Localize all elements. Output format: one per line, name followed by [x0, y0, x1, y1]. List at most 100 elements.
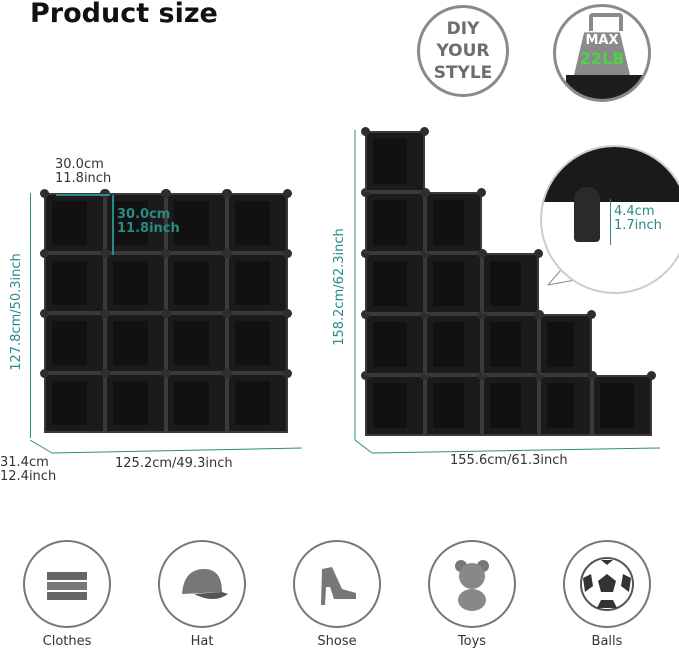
- foot-height-in: 1.7inch: [614, 218, 662, 233]
- connector-knob: [478, 310, 487, 319]
- depth-label: 31.4cm 12.4inch: [0, 456, 56, 484]
- storage-cube: [227, 193, 288, 253]
- storage-cube: [425, 375, 482, 436]
- diy-line-3: STYLE: [433, 63, 493, 83]
- storage-cube: [166, 253, 227, 313]
- use-label-clothes: Clothes: [42, 634, 92, 649]
- right-height-label: 158.2cm/62.3inch: [332, 228, 347, 346]
- high-heel-shoe-icon: [293, 540, 381, 628]
- soccer-ball-icon: [563, 540, 651, 628]
- connector-knob: [40, 249, 49, 258]
- use-label-hat: Hat: [190, 634, 214, 649]
- connector-knob: [361, 310, 370, 319]
- connector-knob: [223, 369, 232, 378]
- connector-knob: [223, 249, 232, 258]
- foot-dimension-line: [610, 199, 611, 245]
- connector-knob: [283, 309, 292, 318]
- connector-knob: [588, 371, 597, 380]
- storage-cube: [365, 375, 425, 436]
- connector-knob: [162, 369, 171, 378]
- cube-width-cm: 30.0cm: [55, 157, 104, 172]
- connector-knob: [40, 369, 49, 378]
- storage-cube: [44, 313, 105, 373]
- folded-clothes-icon: [23, 540, 111, 628]
- foot-image: [574, 187, 600, 242]
- storage-cube: [44, 253, 105, 313]
- storage-cube: [166, 313, 227, 373]
- height-dimension-line: [30, 193, 31, 438]
- storage-cube: [166, 193, 227, 253]
- foot-detail-magnifier: 4.4cm 1.7inch: [540, 145, 679, 294]
- storage-cube: [365, 192, 425, 253]
- page-title: Product size: [30, 0, 218, 29]
- connector-knob: [420, 127, 429, 136]
- connector-knob: [647, 371, 656, 380]
- connector-knob: [101, 189, 110, 198]
- connector-knob: [421, 310, 430, 319]
- connector-knob: [223, 189, 232, 198]
- connector-knob: [283, 189, 292, 198]
- max-load-badge: MAX 22LB: [553, 4, 651, 102]
- cap-icon: [158, 540, 246, 628]
- connector-knob: [283, 369, 292, 378]
- storage-cube: [44, 193, 105, 253]
- storage-cube: [365, 131, 425, 192]
- foot-height-label: 4.4cm 1.7inch: [614, 205, 662, 233]
- use-label-balls: Balls: [591, 634, 623, 649]
- connector-knob: [535, 310, 544, 319]
- cube-width-label: 30.0cm 11.8inch: [55, 158, 111, 186]
- width-label: 125.2cm/49.3inch: [115, 456, 233, 471]
- weight-icon: [574, 32, 630, 75]
- foot-height-cm: 4.4cm: [614, 204, 655, 219]
- storage-cube: [105, 313, 166, 373]
- storage-cube: [539, 314, 592, 375]
- connector-knob: [101, 309, 110, 318]
- storage-cube: [425, 253, 482, 314]
- storage-cube: [227, 253, 288, 313]
- right-width-label: 155.6cm/61.3inch: [450, 453, 568, 468]
- storage-cube: [227, 373, 288, 433]
- max-value: 22LB: [579, 49, 625, 68]
- connector-knob: [162, 249, 171, 258]
- cube-width-in: 11.8inch: [55, 171, 112, 186]
- connector-knob: [361, 127, 370, 136]
- storage-cube: [482, 253, 539, 314]
- diy-line-1: DIY: [446, 19, 480, 39]
- connector-knob: [587, 310, 596, 319]
- use-label-toys: Toys: [457, 634, 487, 649]
- connector-knob: [223, 309, 232, 318]
- storage-cube: [105, 253, 166, 313]
- storage-cube: [592, 375, 652, 436]
- shelf-top-image: [566, 75, 644, 99]
- connector-knob: [478, 371, 487, 380]
- connector-knob: [361, 249, 370, 258]
- cube-height-in: 11.8inch: [117, 221, 180, 236]
- connector-knob: [534, 249, 543, 258]
- storage-cube: [365, 314, 425, 375]
- connector-knob: [421, 249, 430, 258]
- connector-knob: [101, 369, 110, 378]
- storage-cube: [482, 375, 539, 436]
- connector-knob: [421, 188, 430, 197]
- storage-cube: [44, 373, 105, 433]
- storage-cube: [166, 373, 227, 433]
- depth-in: 12.4inch: [0, 469, 57, 484]
- connector-knob: [535, 371, 544, 380]
- storage-cube: [105, 373, 166, 433]
- use-label-shose: Shose: [317, 634, 357, 649]
- connector-knob: [477, 188, 486, 197]
- connector-knob: [361, 371, 370, 380]
- cube-height-label: 30.0cm 11.8inch: [117, 208, 180, 236]
- connector-knob: [478, 249, 487, 258]
- shelf-bottom-image: [542, 147, 679, 202]
- storage-cube: [425, 314, 482, 375]
- teddy-bear-icon: [428, 540, 516, 628]
- connector-knob: [40, 309, 49, 318]
- cube-height-cm: 30.0cm: [117, 207, 171, 222]
- connector-knob: [162, 189, 171, 198]
- max-label: MAX: [585, 33, 619, 48]
- storage-cube: [227, 313, 288, 373]
- storage-cube: [365, 253, 425, 314]
- diy-line-2: YOUR: [436, 41, 490, 61]
